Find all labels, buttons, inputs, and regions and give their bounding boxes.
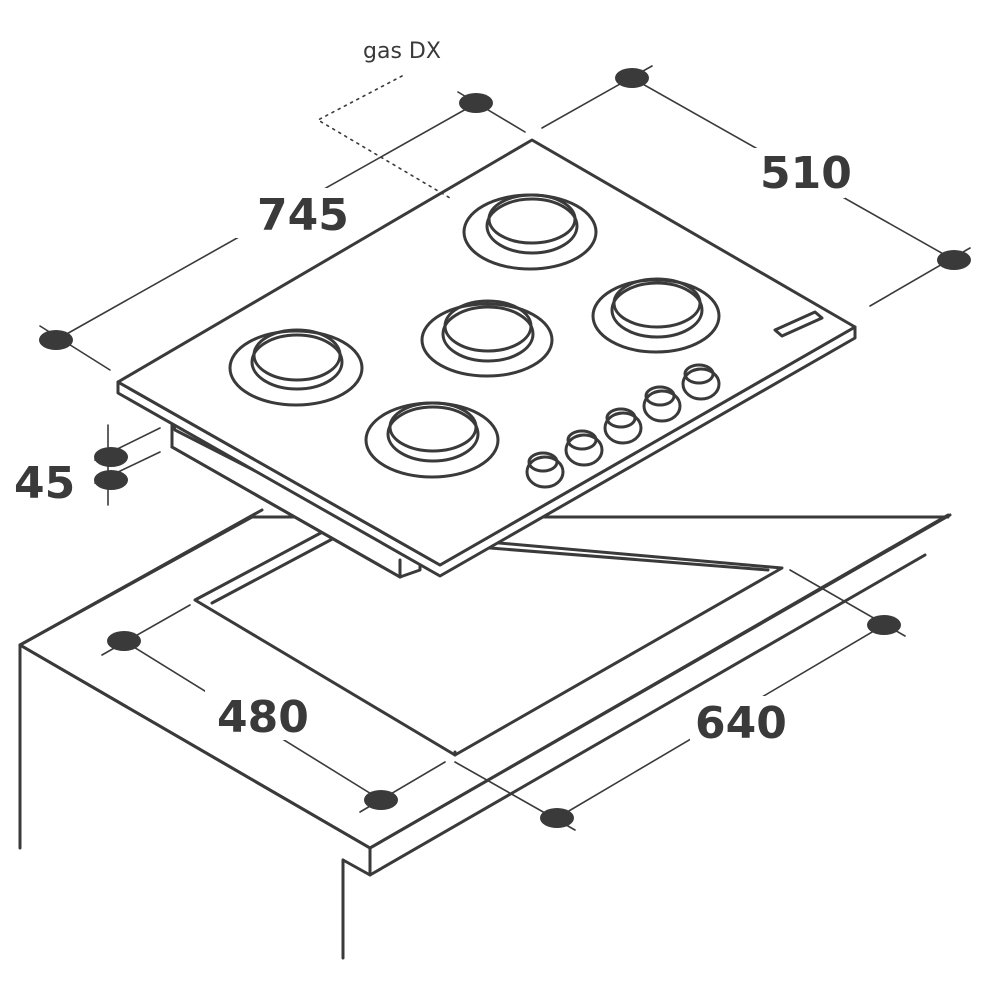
dimension-cutout-width: 640 — [454, 569, 906, 831]
dimension-cutout-depth-label: 480 — [217, 692, 309, 743]
control-knob[interactable] — [642, 385, 682, 423]
control-knob[interactable] — [564, 429, 604, 467]
gas-connection-label: gas DX — [363, 39, 441, 64]
control-knob[interactable] — [681, 363, 721, 401]
control-knob[interactable] — [525, 451, 565, 489]
dimension-cutout-width-label: 640 — [695, 698, 787, 749]
dimension-depth-label: 510 — [760, 148, 852, 199]
dimension-height-label: 45 — [14, 458, 75, 509]
brand-badge — [773, 310, 824, 338]
burner-right — [591, 277, 721, 354]
burner-left — [228, 328, 364, 407]
burner-center — [420, 299, 554, 378]
control-knobs — [525, 363, 721, 489]
hob-top-plate — [116, 138, 857, 567]
dimension-width-label: 745 — [257, 190, 349, 241]
countertop — [18, 508, 952, 960]
burner-front — [364, 401, 500, 479]
control-knob[interactable] — [603, 407, 643, 445]
gas-connection-callout: gas DX — [316, 39, 451, 199]
dimension-depth: 510 — [541, 65, 971, 307]
dimension-cutout-depth: 480 — [101, 604, 446, 813]
burner-rear-right — [462, 193, 598, 271]
dimension-height: 45 — [14, 424, 161, 509]
dimension-width: 745 — [39, 91, 526, 371]
hob — [116, 138, 857, 579]
